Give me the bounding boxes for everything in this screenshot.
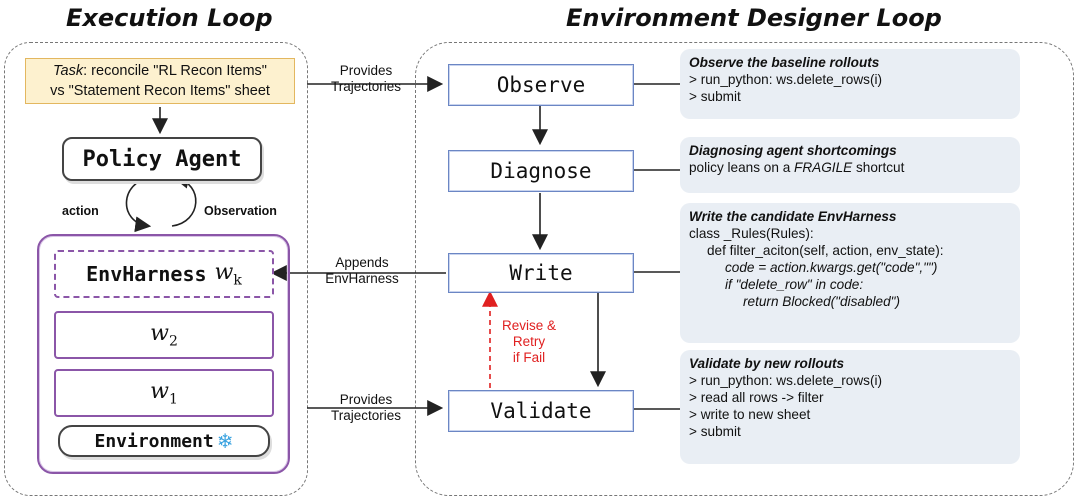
action-arrow (125, 177, 152, 233)
environment-box: Environment ❄ (58, 425, 270, 457)
w2-layer: w2 (54, 311, 274, 359)
w1-layer: w1 (54, 369, 274, 417)
observation-arrow (171, 172, 197, 227)
designer-loop-region (415, 42, 1074, 496)
task-prefix: Task (53, 63, 84, 79)
step-observe: Observe (448, 64, 634, 106)
envharness-label: EnvHarness (86, 262, 207, 286)
validate-note: Validate by new rollouts > run_python: w… (680, 350, 1020, 464)
w1-var: w (150, 378, 169, 404)
execution-loop-region (4, 42, 308, 496)
wk-var: w (214, 259, 234, 285)
task-line1: : reconcile "RL Recon Items" (83, 63, 267, 79)
step-validate: Validate (448, 390, 634, 432)
step-write: Write (448, 253, 634, 293)
execution-loop-title: Execution Loop (66, 4, 273, 32)
w2-sub: 2 (168, 333, 178, 350)
observation-label: Observation (204, 204, 277, 218)
task-line2: vs "Statement Recon Items" sheet (50, 83, 270, 99)
observe-note: Observe the baseline rollouts > run_pyth… (680, 49, 1020, 119)
environment-label: Environment (94, 430, 214, 452)
snowflake-icon: ❄ (216, 430, 234, 453)
step-diagnose: Diagnose (448, 150, 634, 192)
write-note: Write the candidate EnvHarness class _Ru… (680, 203, 1020, 343)
action-label: action (62, 204, 99, 218)
policy-agent-box: Policy Agent (62, 137, 262, 181)
environment-designer-loop-title: Environment Designer Loop (566, 4, 942, 32)
task-box: Task: reconcile "RL Recon Items" vs "Sta… (25, 58, 295, 104)
envharness-wk-layer: EnvHarness wk (54, 250, 274, 298)
w1-sub: 1 (168, 391, 178, 408)
diagnose-note: Diagnosing agent shortcomings policy lea… (680, 137, 1020, 193)
wk-sub: k (233, 272, 242, 289)
harness-stack (37, 234, 290, 474)
w2-var: w (150, 320, 169, 346)
policy-agent-label: Policy Agent (82, 146, 242, 172)
